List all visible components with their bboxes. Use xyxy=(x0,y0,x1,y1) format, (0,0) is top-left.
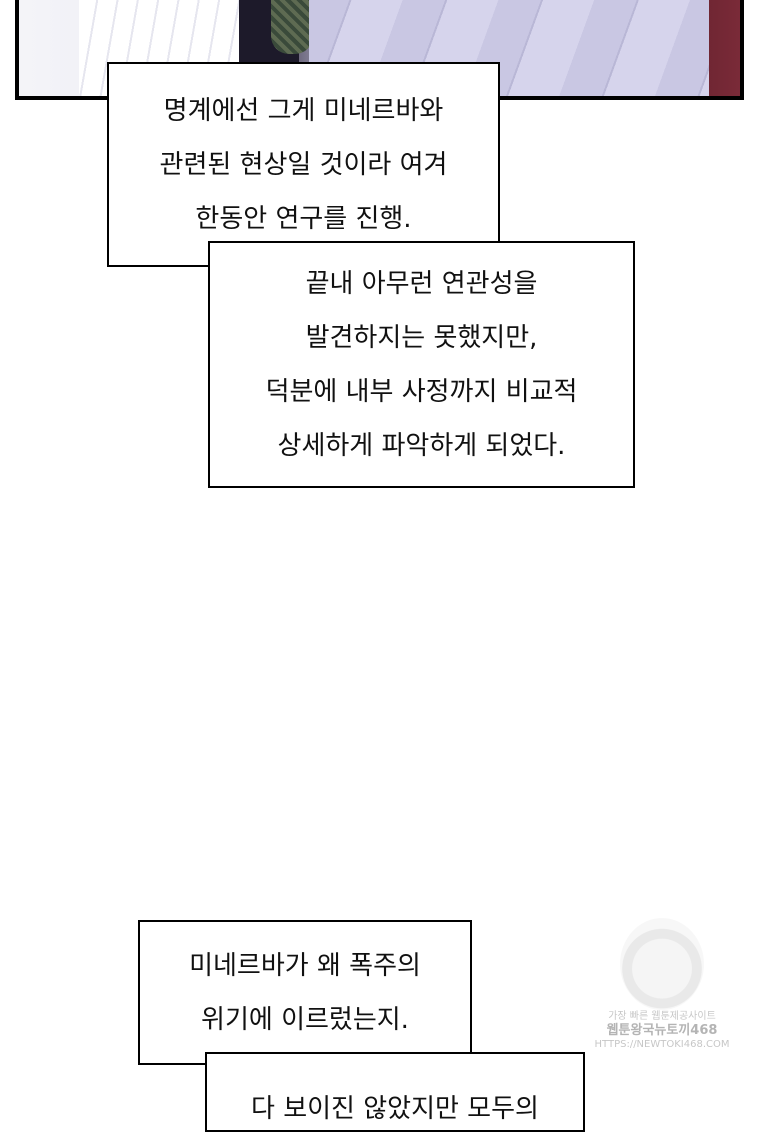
narration-line: 한동안 연구를 진행. xyxy=(195,203,412,234)
narration-line: 위기에 이르렀는지. xyxy=(201,1004,409,1035)
narration-line: 명계에선 그게 미네르바와 xyxy=(163,95,444,126)
narration-line: 상세하게 파악하게 되었다. xyxy=(277,430,566,461)
panel-ornament xyxy=(271,0,313,54)
narration-line: 발견하지는 못했지만, xyxy=(305,322,538,353)
site-watermark: 가장 빠른 웹툰제공사이트 웹툰왕국뉴토끼468 HTTPS://NEWTOKI… xyxy=(592,918,732,1083)
narration-line: 관련된 현상일 것이라 여겨 xyxy=(159,149,448,180)
narration-line: 미네르바가 왜 폭주의 xyxy=(189,950,421,981)
narration-line: 덕분에 내부 사정까지 비교적 xyxy=(265,376,578,407)
narration-line: 다 보이진 않았지만 모두의 xyxy=(251,1094,539,1124)
narration-box-2: 끝내 아무런 연관성을 발견하지는 못했지만, 덕분에 내부 사정까지 비교적 … xyxy=(208,241,635,488)
narration-line: 끝내 아무런 연관성을 xyxy=(305,268,538,299)
bubble-join xyxy=(210,264,498,266)
mascot-logo xyxy=(620,918,704,1010)
watermark-text: 가장 빠른 웹툰제공사이트 xyxy=(608,1011,716,1022)
bubble-join xyxy=(207,1062,470,1066)
watermark-text: HTTPS://NEWTOKI468.COM xyxy=(594,1039,730,1050)
narration-box-1: 명계에선 그게 미네르바와 관련된 현상일 것이라 여겨 한동안 연구를 진행. xyxy=(107,62,500,267)
watermark-text: 웹툰왕국뉴토끼468 xyxy=(606,1023,718,1038)
narration-box-3: 미네르바가 왜 폭주의 위기에 이르렀는지. xyxy=(138,920,472,1065)
